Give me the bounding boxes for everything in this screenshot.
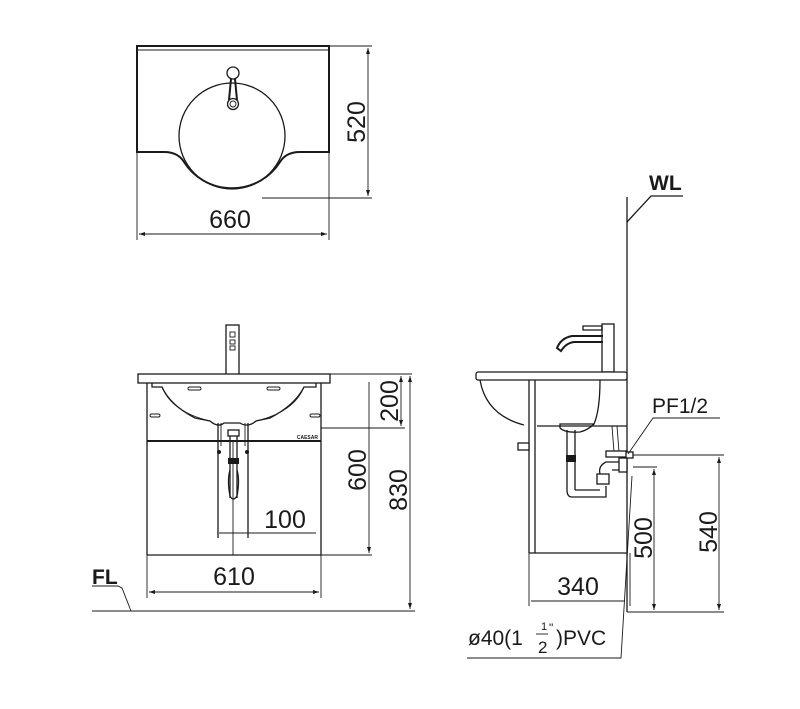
pipe-label-suffix: )PVC: [556, 627, 606, 650]
top-depth-label: 520: [343, 101, 371, 143]
side-depth-label: 340: [557, 573, 599, 601]
side-view: WL PF1/2: [467, 172, 724, 659]
drain-height-label: 500: [630, 517, 658, 559]
total-height-label: 830: [385, 469, 413, 511]
pipe-fraction-numerator: 1: [541, 621, 547, 633]
faucet-handle-icon: [226, 66, 240, 80]
pipe-fraction-denominator: 2: [538, 638, 547, 657]
brand-mark: CAESAR: [297, 435, 319, 441]
top-width-label: 660: [209, 206, 251, 234]
side-countertop: [475, 371, 628, 381]
side-faucet: [601, 323, 615, 373]
front-countertop: [137, 373, 331, 384]
cabinet-height-label: 600: [344, 449, 372, 491]
supply-height-label: 540: [695, 511, 723, 553]
pipe-inch-mark: ": [549, 621, 553, 635]
top-view: 660 520: [136, 45, 372, 240]
basin-height-label: 200: [376, 380, 404, 422]
pipe-spec-label: ø40(1 1 2 " )PVC: [468, 621, 606, 657]
faucet-base-icon: [226, 97, 240, 111]
pipe-label-prefix: ø40(1: [468, 627, 523, 650]
top-counter-outline: [136, 45, 330, 190]
supply-fitting-label: PF1/2: [652, 395, 708, 418]
floor-level-label: FL: [92, 566, 118, 589]
drain-offset-label: 100: [264, 506, 306, 534]
basin-bowl-circle: [178, 82, 286, 190]
cabinet-width-label: 610: [213, 563, 255, 591]
front-view: CAESAR 100 610 200 600: [92, 324, 415, 612]
wall-level-label: WL: [649, 172, 682, 195]
